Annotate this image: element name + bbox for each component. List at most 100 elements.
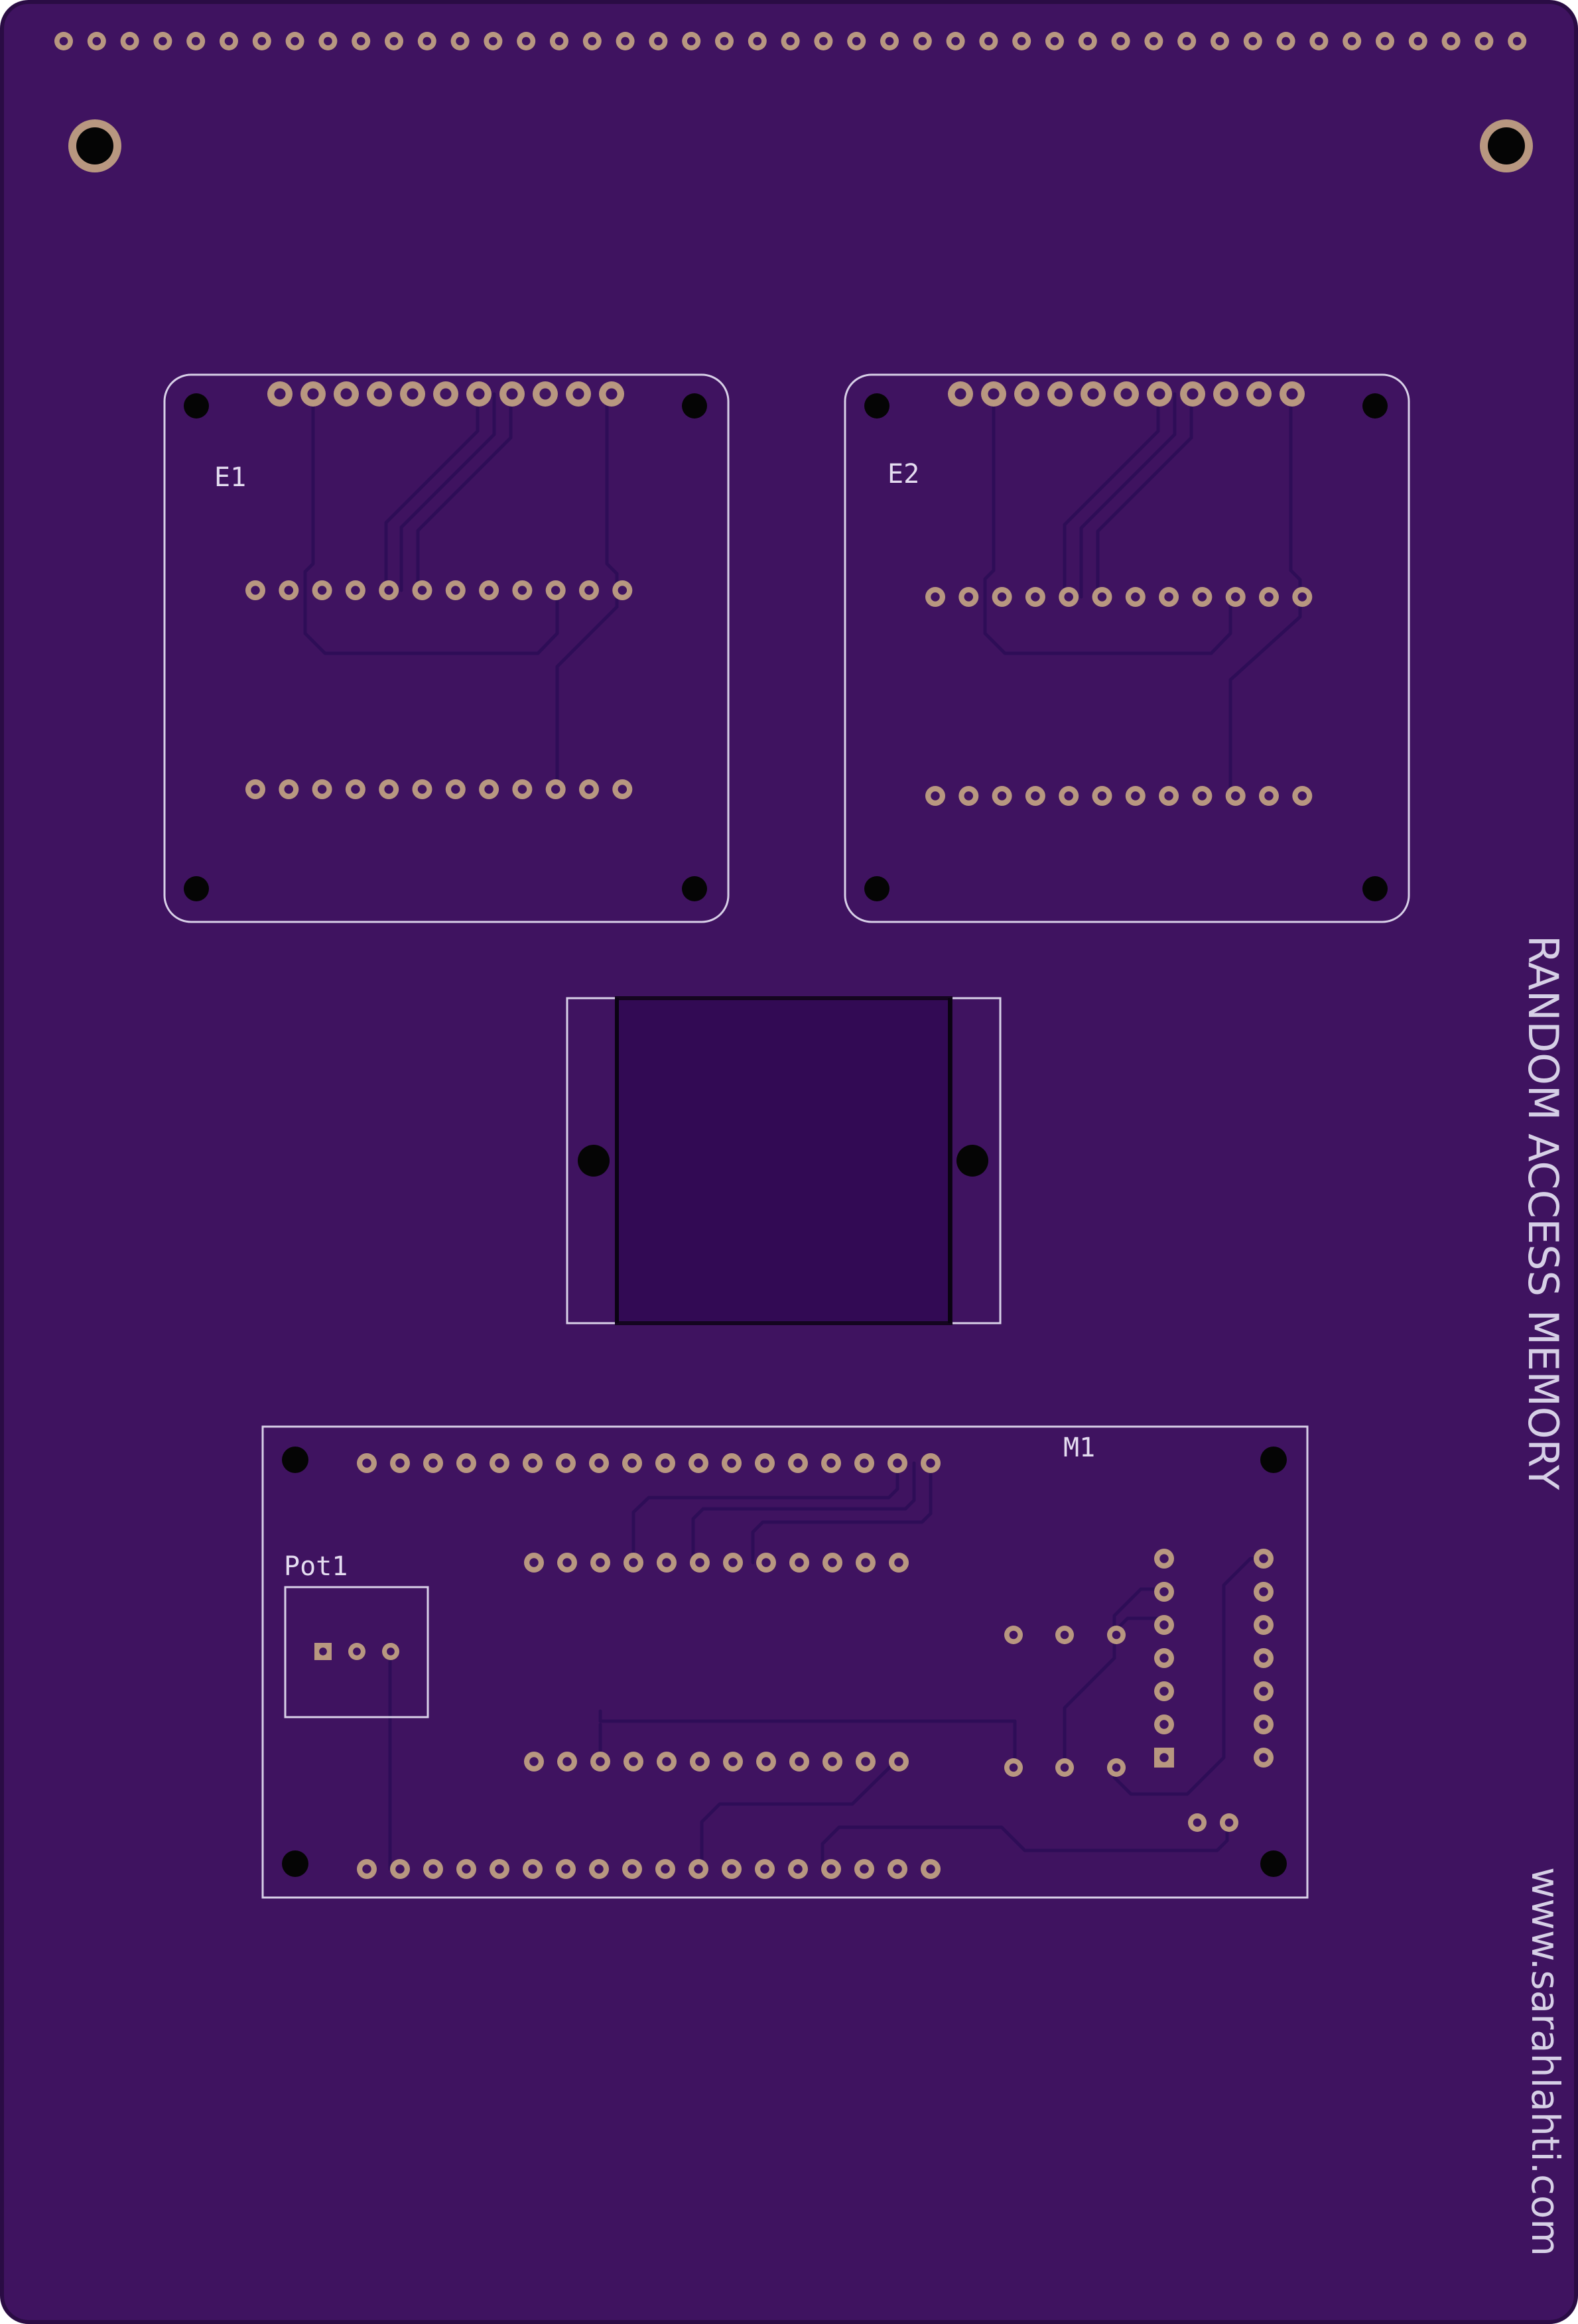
pin-pad [722,1453,742,1473]
pin-pad [1154,1714,1174,1734]
header-pad [252,32,271,50]
pin-pad [1092,587,1112,607]
pin-pad [412,779,432,799]
header-pad [715,32,734,50]
pin-pad [512,779,533,799]
pin-pad [423,1453,443,1473]
mounting-hole-left [68,119,121,172]
pin-pad [888,1859,907,1879]
pin-pad [1107,1626,1126,1644]
pin-pad [789,1553,809,1573]
header-pad [913,32,932,50]
e1-top-header [267,381,624,407]
header-pad [220,32,238,50]
header-pad [1475,32,1494,50]
pin-pad [499,381,525,407]
pin-pad [612,779,633,799]
m1-chip-lower-row [524,1752,909,1772]
pin-pad [357,1859,377,1879]
module-e2: E2 [844,373,1410,923]
e2-top-header [948,381,1305,407]
header-pad [484,32,503,50]
pot-pin-pad [348,1643,365,1660]
header-pad [1441,32,1461,50]
pin-pad [1225,587,1246,607]
pin-pad [889,1553,909,1573]
header-pad [550,32,568,50]
pin-pad [1259,786,1279,806]
m1-right-outer-column [1254,1549,1274,1768]
pin-pad [854,1859,874,1879]
pin-pad [479,779,499,799]
pin-pad [1125,786,1146,806]
pin-pad [981,381,1006,407]
header-pad [582,32,602,50]
pin-pad [590,1752,610,1772]
pin-pad [367,381,392,407]
header-pad [847,32,866,50]
pin-pad [390,1859,410,1879]
pin-pad [756,1752,776,1772]
pin-pad [1055,1758,1074,1777]
pin-pad [1047,381,1073,407]
pot-pin-pad [382,1643,399,1660]
pin-pad [822,1752,842,1772]
pin-pad [1147,381,1172,407]
header-pad [649,32,668,50]
pin-pad [524,1553,544,1573]
header-pad [1012,32,1031,50]
website-url-vertical: www.sarahlahti.com [1523,1867,1568,2256]
pin-pad [456,1859,476,1879]
header-pad [318,32,338,50]
pin-pad [755,1859,775,1879]
m1-chip-upper-row [524,1553,909,1573]
ic-mount-hole-left [578,1145,610,1177]
header-pad [946,32,965,50]
pin-pad [545,580,566,600]
pot1-pins [314,1643,399,1660]
mounting-hole-right [1480,119,1533,172]
pin-pad [1159,587,1179,607]
pin-pad [267,381,293,407]
pin-pad [523,1453,543,1473]
pin-pad [756,1553,776,1573]
pin-pad [545,779,566,799]
pin-pad [279,779,299,799]
pot1-designator: Pot1 [284,1551,348,1582]
pin-pad [722,1859,742,1879]
pin-pad [423,1859,443,1879]
pin-pad [624,1553,643,1573]
pin-pad [788,1453,808,1473]
pin-pad [400,381,425,407]
pin-pad [992,587,1012,607]
pin-pad [1254,1648,1274,1668]
pin-pad [1254,1748,1274,1768]
header-pad [417,32,436,50]
header-pad [880,32,899,50]
mounting-holes [68,119,1533,172]
pin-pad [921,1453,941,1473]
e2-lower-pin-row [925,786,1313,806]
pin-pad [1154,1681,1174,1701]
pin-pad [1081,381,1106,407]
pin-pad [390,1453,410,1473]
pin-pad [622,1859,642,1879]
header-pad [450,32,470,50]
e2-upper-pin-row [925,587,1313,607]
pin-pad [1246,381,1272,407]
header-pad [1078,32,1097,50]
pin-pad [723,1553,743,1573]
pin-pad [1107,1758,1126,1777]
pin-pad [655,1453,675,1473]
pin-pad [1192,587,1213,607]
m1-outline [261,1425,1309,1899]
pin-pad [958,587,979,607]
header-pad [352,32,371,50]
pin-pad [1213,381,1238,407]
pin-pad [412,580,432,600]
pin-pad [557,1752,577,1772]
pin-pad [589,1859,609,1879]
pin-pad [599,381,624,407]
pin-pad [624,1752,643,1772]
